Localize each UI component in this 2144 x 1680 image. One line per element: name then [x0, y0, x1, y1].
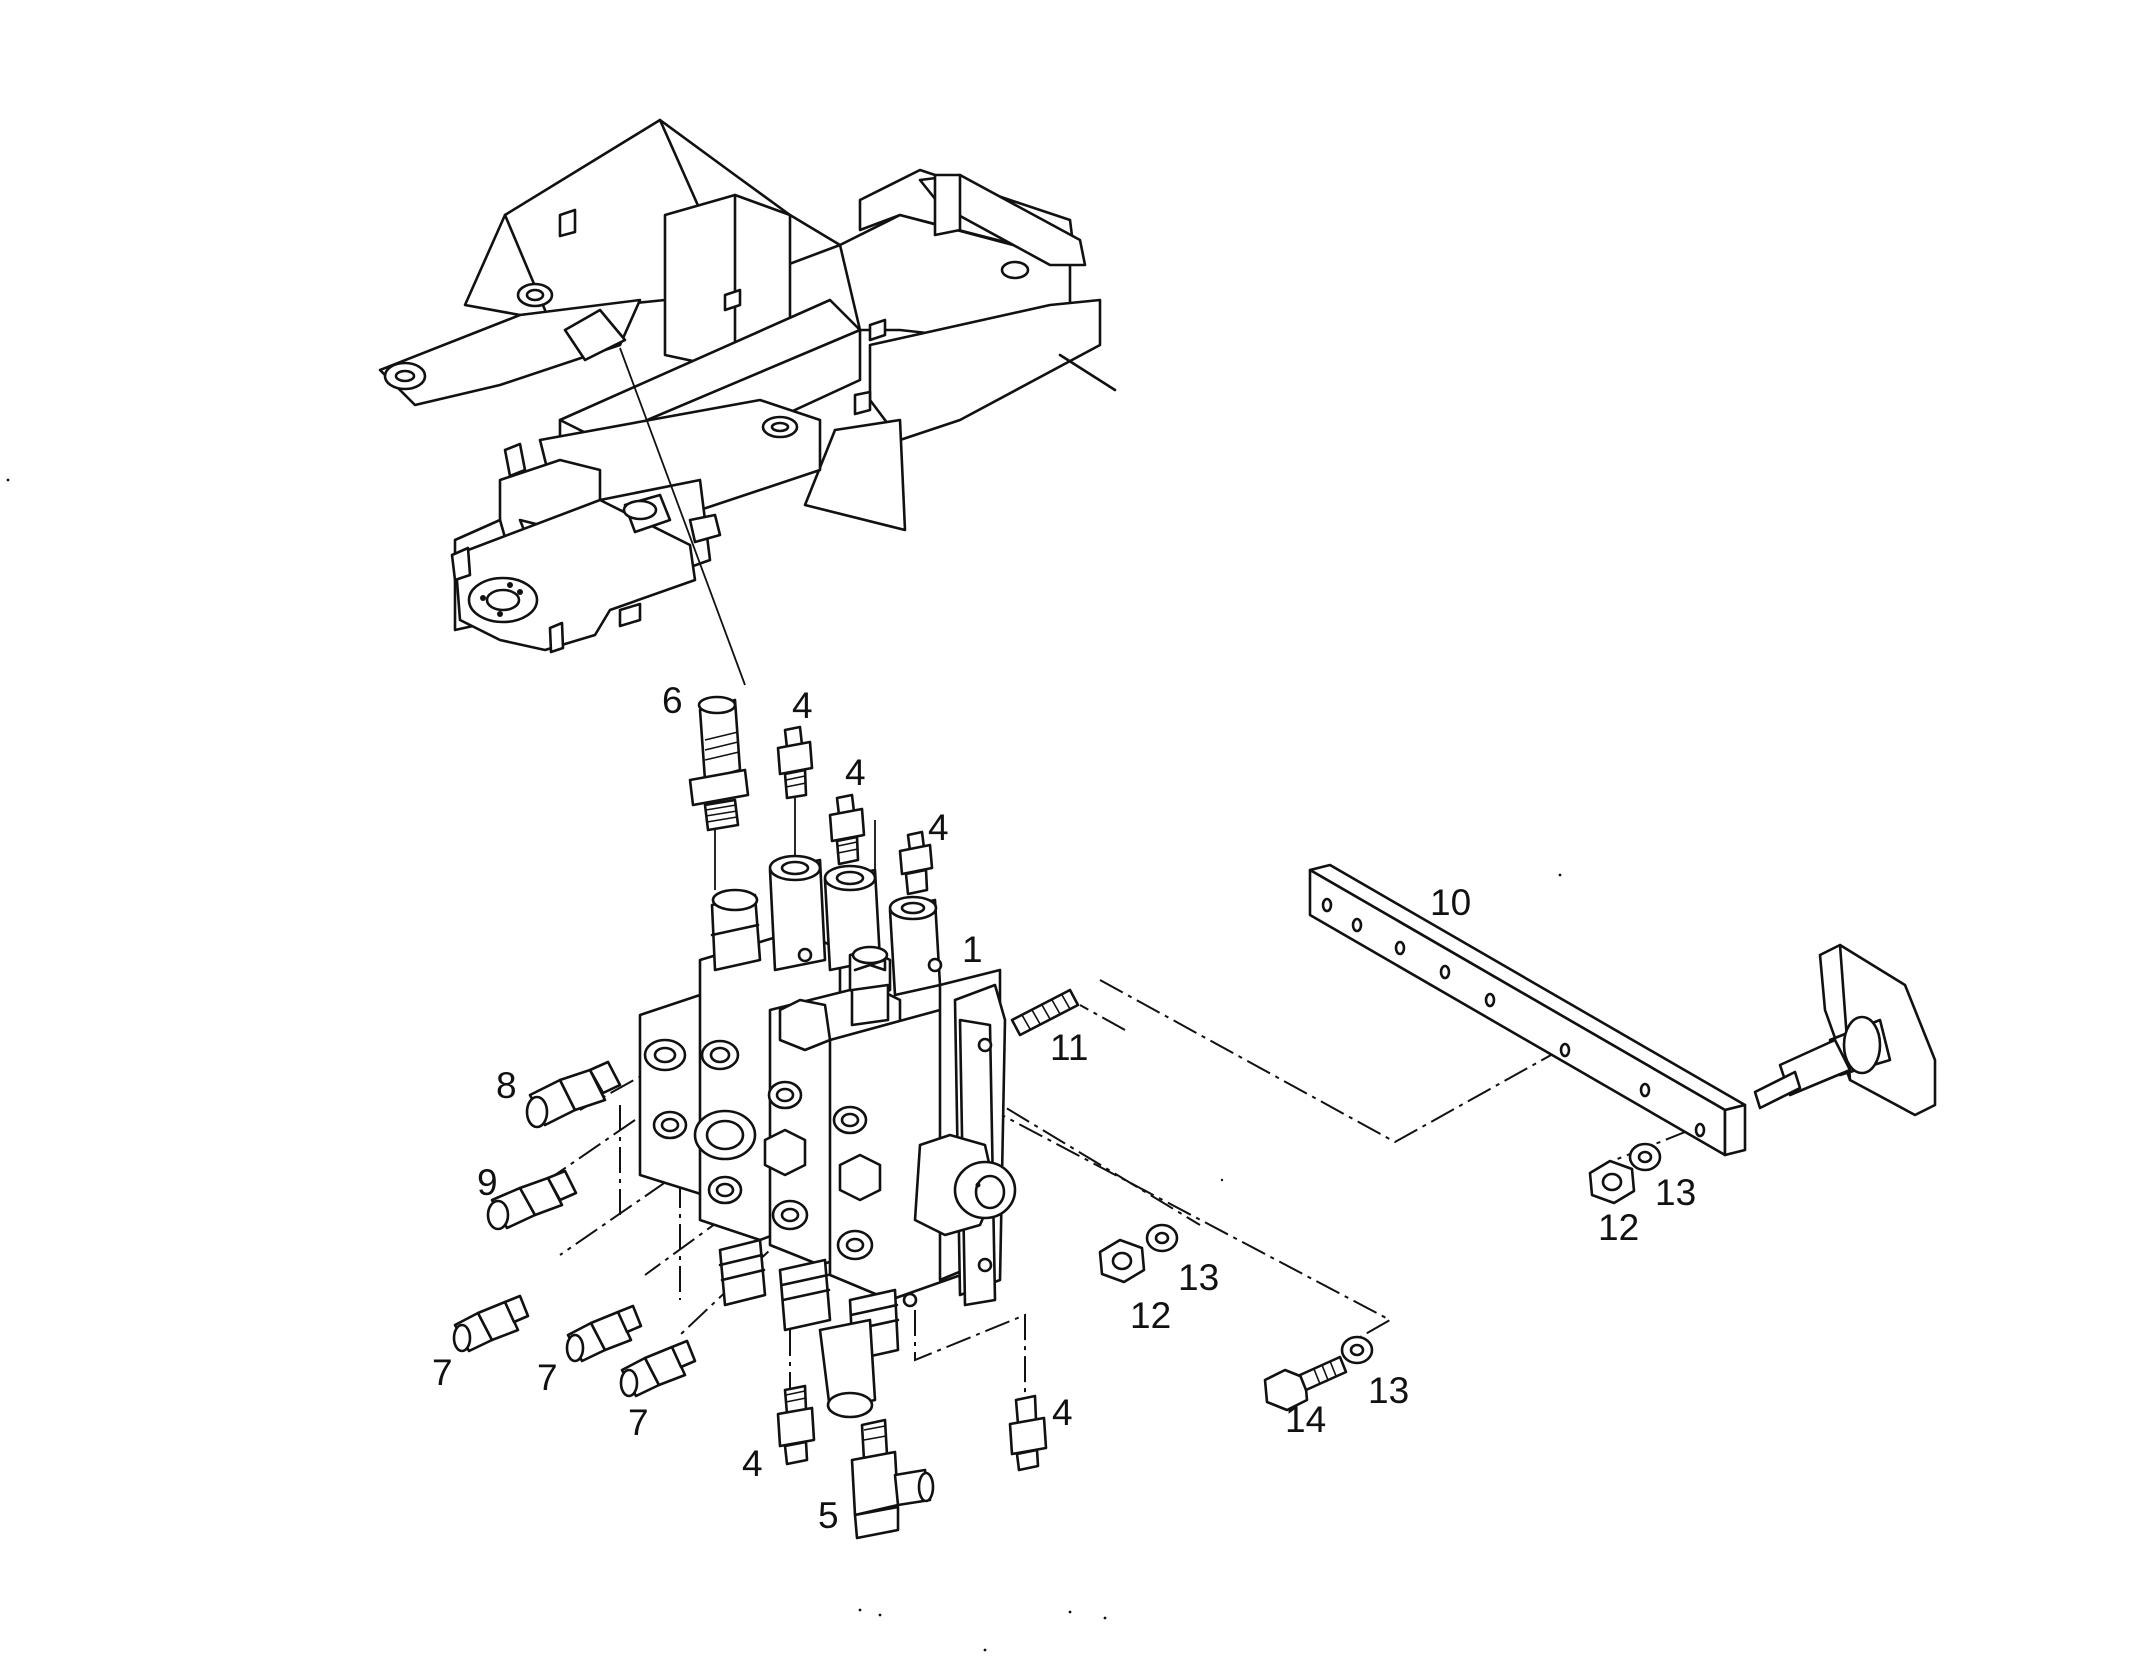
- callout-4: 4: [742, 1443, 763, 1484]
- callout-14: 14: [1285, 1399, 1326, 1440]
- adapter-fitting-4b: [828, 793, 866, 866]
- callout-12: 12: [1598, 1207, 1639, 1248]
- callout-8: 8: [496, 1065, 517, 1106]
- callout-13: 13: [1655, 1172, 1696, 1213]
- adapter-fitting-7b: [565, 1304, 643, 1363]
- callout-12: 12: [1130, 1295, 1171, 1336]
- hex-nut-12a: [1098, 1238, 1146, 1284]
- adapter-fitting-9: [486, 1169, 578, 1231]
- callout-5: 5: [818, 1495, 839, 1536]
- threaded-stud: [1010, 988, 1080, 1037]
- callout-4: 4: [792, 685, 813, 726]
- callout-6: 6: [662, 680, 683, 721]
- callout-13: 13: [1368, 1370, 1409, 1411]
- control-valve-block: [638, 854, 1017, 1419]
- adapter-fitting-7a: [452, 1294, 530, 1353]
- mounting-bar: [1308, 863, 1747, 1157]
- flat-washer-13c: [1340, 1335, 1374, 1365]
- callout-4: 4: [928, 807, 949, 848]
- callout-7: 7: [628, 1402, 649, 1443]
- callout-4: 4: [1052, 1392, 1073, 1433]
- chassis-frame: [378, 118, 1117, 654]
- callout-10: 10: [1430, 882, 1471, 923]
- callout-7: 7: [432, 1352, 453, 1393]
- adapter-fitting-4e: [1008, 1394, 1048, 1472]
- callout-7: 7: [537, 1357, 558, 1398]
- adapter-fitting-8: [525, 1060, 622, 1129]
- swivel-elbow-fitting: [850, 1418, 935, 1540]
- adapter-fitting-4d: [776, 1384, 816, 1466]
- callout-4: 4: [845, 752, 866, 793]
- callout-9: 9: [477, 1162, 498, 1203]
- adapter-fitting-7c: [619, 1339, 697, 1398]
- relief-valve-cartridge: [688, 695, 750, 832]
- callout-labels: 1 4 4 4 4 4 5 6 7 7 7 8 9 10 11 12 12 13…: [432, 680, 1696, 1536]
- flat-washer-13b: [1628, 1142, 1662, 1172]
- callout-13: 13: [1178, 1257, 1219, 1298]
- adapter-fitting-4c: [898, 830, 934, 896]
- scan-specks: [6, 478, 1562, 1652]
- callout-1: 1: [962, 929, 983, 970]
- adapter-fitting-4a: [776, 725, 814, 800]
- callout-11: 11: [1050, 1027, 1088, 1068]
- hex-nut-12b: [1588, 1159, 1636, 1205]
- pedal-bracket: [1753, 943, 1937, 1117]
- hex-bolt-14: [1263, 1355, 1348, 1412]
- flat-washer-13a: [1145, 1223, 1179, 1253]
